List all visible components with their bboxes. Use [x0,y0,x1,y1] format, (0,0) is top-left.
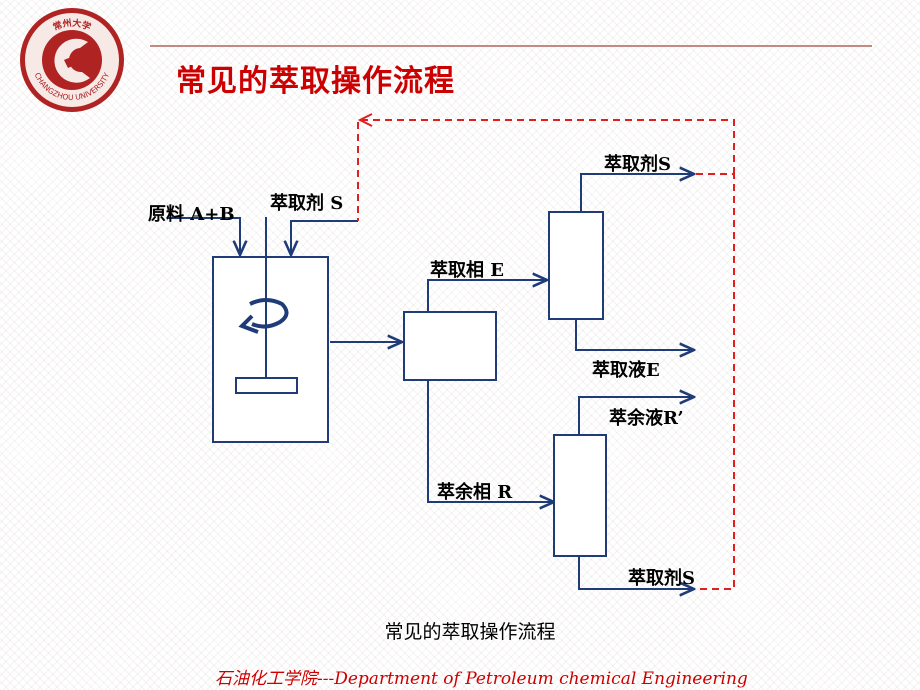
feed-line [167,217,240,255]
page-title: 常见的萃取操作流程 [176,64,455,99]
raffinate-liquid-line [578,397,694,435]
header-rule [150,45,872,47]
solvent-outlet-top-line [580,174,694,212]
label-raffinate-phase: 萃余相 R [437,482,513,503]
agitator-paddle [235,377,298,394]
extract-recovery-column [548,211,604,320]
raffinate-recovery-column [553,434,607,557]
mixer-vessel [212,256,329,443]
label-extract-phase: 萃取相 E [430,260,504,281]
extract-liquid-line [575,319,694,350]
separator-vessel [403,311,497,381]
extract-phase-line [427,280,547,312]
label-solvent-in: 萃取剂 S [270,193,344,214]
solvent-recycle-line [357,119,735,590]
diagram-caption: 常见的萃取操作流程 [384,621,556,643]
label-extract-liquid: 萃取液E [592,360,660,381]
solvent-inlet-line [291,220,358,255]
footer-text: 石油化工学院---Department of Petroleum chemica… [215,669,748,689]
raffinate-phase-line [427,380,554,502]
rotation-arrow-icon [249,298,289,329]
label-solvent-out-top: 萃取剂S [604,154,671,175]
label-solvent-out-bottom: 萃取剂S [628,568,695,589]
label-feed: 原料 A+B [148,204,235,225]
university-logo: 常州大学 CHANGZHOU UNIVERSITY [20,8,124,112]
solvent-outlet-bottom-line [578,556,694,589]
label-raffinate-liquid: 萃余液R’ [609,408,684,429]
